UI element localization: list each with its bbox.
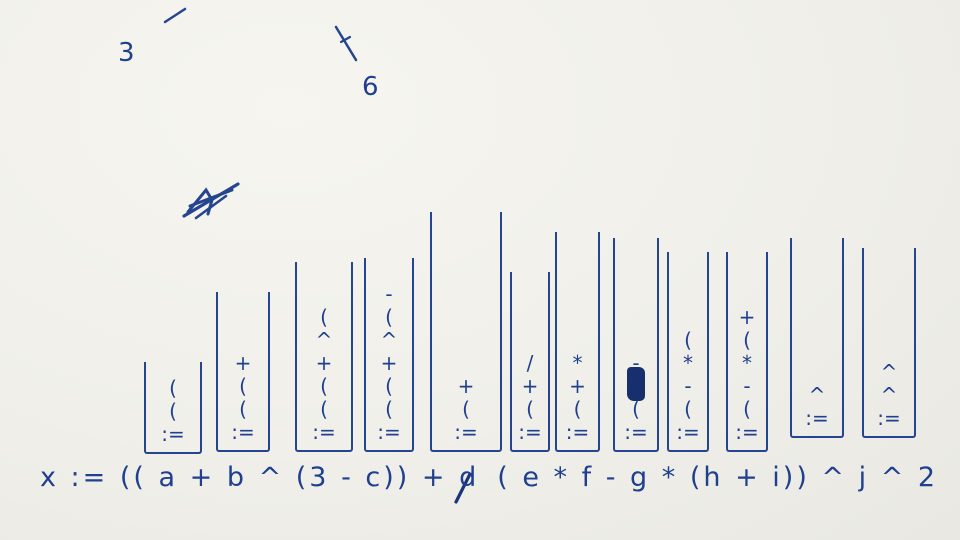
stack-symbol: ( — [320, 374, 328, 398]
stack-symbol: ( — [169, 376, 177, 400]
stack-symbol: := — [624, 420, 648, 444]
stack-symbol: - — [385, 282, 393, 306]
operator-stack: := ( + — [430, 212, 502, 452]
stack-symbol: ^ — [315, 328, 333, 352]
stack-symbol: + — [234, 351, 252, 375]
stack-symbol: ( — [743, 397, 751, 421]
scribble-number-six: 6 — [362, 72, 379, 102]
stack-symbol: ( — [684, 328, 692, 352]
handwritten-expression: x := (( a + b ^ (3 - c)) + d( e * f - g … — [40, 462, 935, 493]
stack-symbol: ( — [573, 397, 582, 421]
stack-symbol: := — [231, 420, 255, 444]
stack-symbol: - — [684, 374, 692, 398]
tick-mark — [334, 25, 358, 62]
stack-symbol: ( — [169, 399, 177, 423]
expression-right-part: ( e * f - g * (h + i)) ^ j ^ 2 — [497, 462, 939, 493]
stack-symbol: ( — [462, 397, 470, 421]
stack-symbol: ( — [684, 397, 692, 421]
stack-symbol: := — [735, 420, 759, 444]
stack-symbol: := — [805, 406, 829, 430]
stack-symbol: + — [380, 351, 398, 375]
stack-symbol: * — [742, 351, 752, 375]
stack-symbol: := — [377, 420, 401, 444]
operator-stack: := ( + * — [555, 232, 600, 452]
operator-stack: := ( ( + — [216, 292, 270, 452]
stack-symbol: ( — [239, 374, 247, 398]
stack-symbol: := — [518, 420, 542, 444]
operator-stack: := ( ( + ^ ( — [295, 262, 353, 452]
stack-symbol: ( — [743, 328, 751, 352]
stack-symbol: * — [572, 351, 583, 375]
stack-symbol: := — [454, 420, 478, 444]
stack-symbol: ^ — [380, 328, 398, 352]
tick-mark — [339, 35, 352, 44]
stack-symbol: ( — [632, 397, 640, 421]
stack-symbol: + — [315, 351, 333, 375]
stack-symbol: + — [738, 305, 756, 329]
stack-symbol: + — [457, 374, 475, 398]
stack-symbol: ^ — [880, 383, 898, 407]
operator-stack: := ^ ^ — [862, 248, 916, 438]
stack-symbol: * — [683, 351, 693, 375]
stack-symbol: - — [632, 351, 640, 375]
operator-stack: := ( - * ( — [667, 252, 709, 452]
stack-symbol: - — [743, 374, 751, 398]
stack-symbol: / — [526, 351, 534, 375]
stack-symbol: := — [877, 406, 901, 430]
crossed-out-mark — [182, 182, 240, 220]
stack-symbol: := — [676, 420, 700, 444]
scribble-number-three: 3 — [118, 38, 135, 68]
operator-stack: := ( + / — [510, 272, 550, 452]
stack-symbol: + — [569, 374, 586, 398]
expression-left-part: x := (( a + b ^ (3 - c)) + d — [40, 462, 480, 493]
operator-stack: := ( - * ( + — [726, 252, 768, 452]
stack-symbol: := — [312, 420, 336, 444]
stack-symbol: + — [521, 374, 539, 398]
tick-mark — [163, 7, 187, 24]
stack-symbol: ^ — [880, 360, 898, 384]
stack-symbol: := — [565, 420, 590, 444]
operator-stack: := ( - — [613, 238, 659, 452]
stack-symbol: ( — [385, 305, 393, 329]
ink-blot-scribble — [627, 367, 645, 401]
stack-symbol: ( — [320, 305, 328, 329]
stack-symbol: ( — [320, 397, 328, 421]
stack-symbol: ^ — [808, 383, 826, 407]
stack-symbol: ( — [385, 374, 393, 398]
stack-symbol: := — [161, 422, 185, 446]
slash-stroke — [454, 472, 472, 504]
stack-symbol: ( — [239, 397, 247, 421]
operator-stack: := ( ( — [144, 362, 202, 454]
stack-symbol: ( — [526, 397, 534, 421]
stack-symbol: ( — [385, 397, 393, 421]
operator-stack: := ^ — [790, 238, 844, 438]
operator-stack: := ( ( + ^ ( - — [364, 258, 414, 452]
